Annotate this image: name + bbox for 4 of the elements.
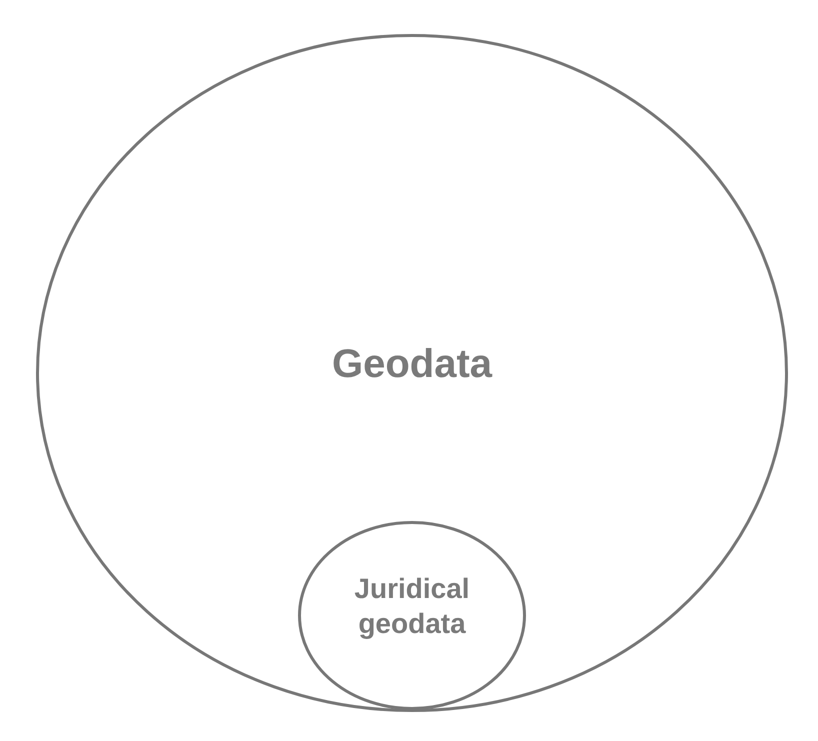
node-label: Geodata: [330, 341, 494, 388]
ellipse-node: [298, 521, 526, 710]
ellipse-node: [36, 34, 788, 712]
node-label: Juridical geodata: [353, 572, 471, 641]
